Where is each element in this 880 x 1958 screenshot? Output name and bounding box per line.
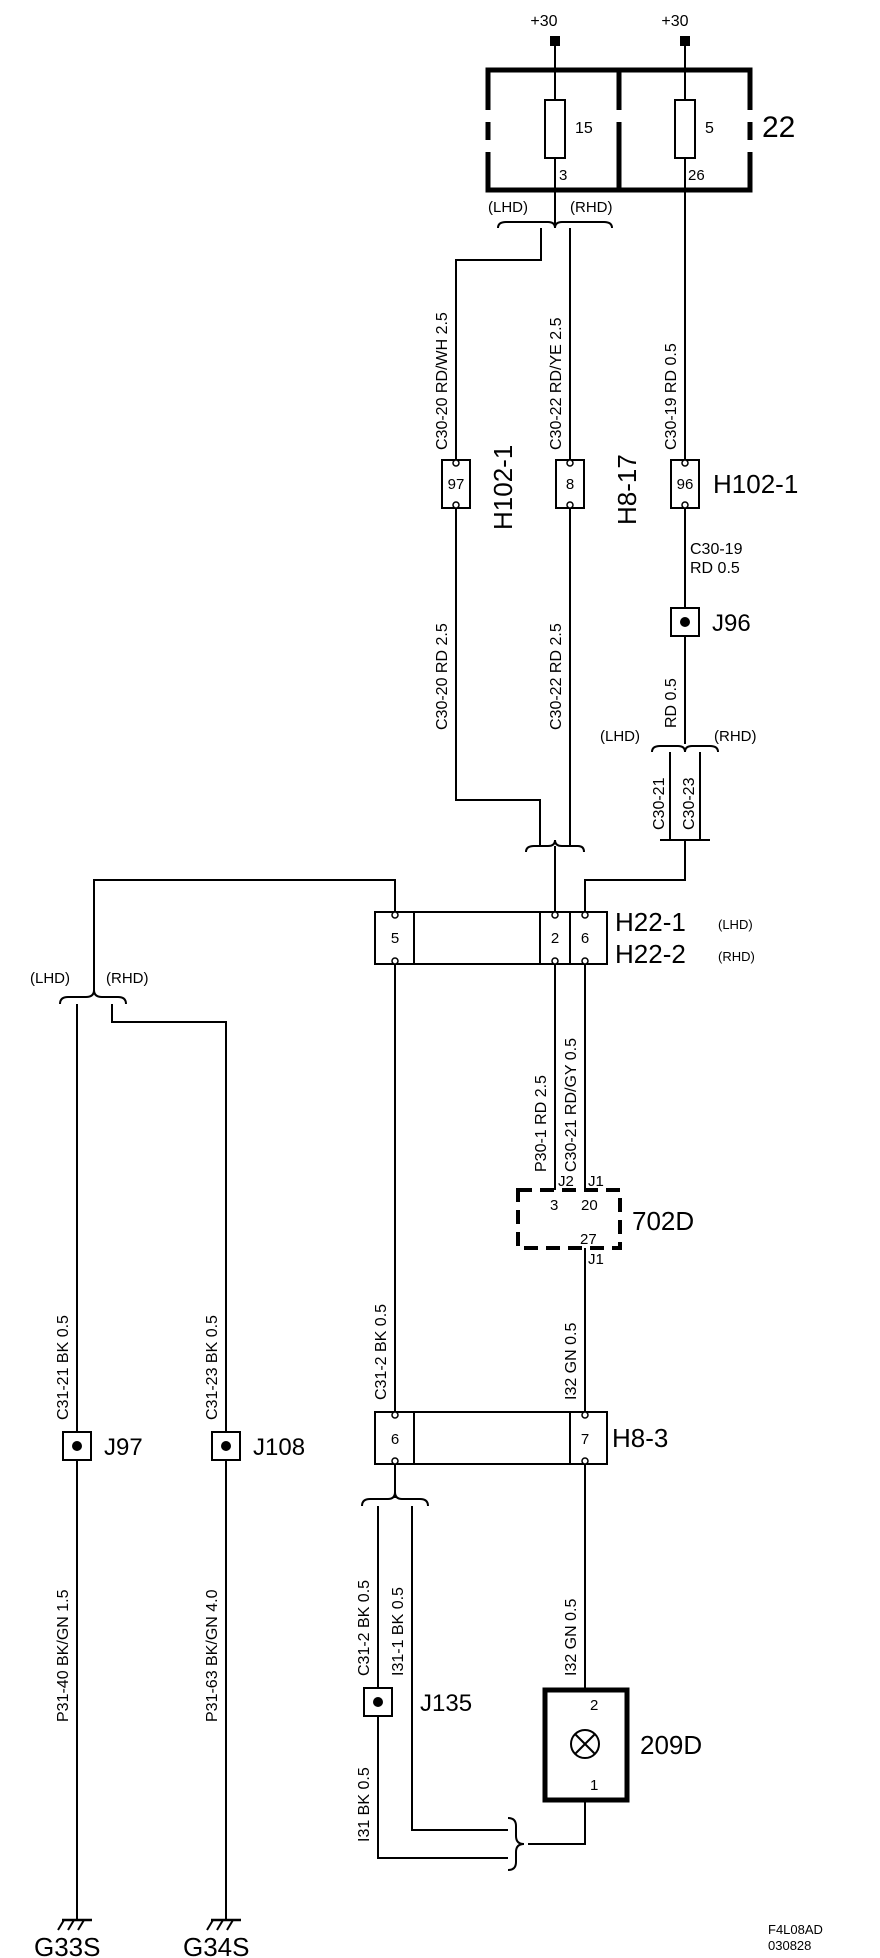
- h22-pin2: 2: [551, 930, 559, 947]
- h8-3-pin7: 7: [581, 1431, 589, 1448]
- wire-i31-1: [411, 1506, 508, 1831]
- split-h8-3-brace: [361, 1491, 429, 1507]
- module-j1-bot: J1: [588, 1251, 604, 1268]
- junction-j97-label: J97: [104, 1434, 143, 1461]
- brace-h22: [525, 839, 585, 853]
- fuse-box-label: 22: [762, 111, 795, 144]
- wire-label-c30-22-top: C30-22 RD/YE 2.5: [548, 317, 565, 450]
- merge-brace: [507, 1817, 525, 1871]
- wire-label-c30-22-bot: C30-22 RD 2.5: [548, 623, 565, 730]
- wire-label-c30-21: C30-21: [651, 777, 668, 830]
- wire-to-h22-pin6: [584, 840, 686, 912]
- h22-tag-1: (LHD): [718, 917, 753, 932]
- wire-label-c31-2-b: C31-2 BK 0.5: [356, 1580, 373, 1676]
- fuse-15-pin: 3: [559, 167, 567, 184]
- split-right-lhd: (LHD): [600, 728, 640, 745]
- module-702d: [516, 1188, 622, 1250]
- junction-j135-label: J135: [420, 1690, 472, 1717]
- fuse-15: [544, 99, 566, 159]
- wire-label-c30-19-mid-2: RD 0.5: [690, 560, 740, 577]
- wire-label-c30-21-b: C30-21 RD/GY 0.5: [563, 1038, 580, 1172]
- h22-tag-2: (RHD): [718, 949, 755, 964]
- h22-label-1: H22-1: [615, 907, 686, 937]
- wire-label-i32-bot: I32 GN 0.5: [563, 1599, 580, 1676]
- footer-date: 030828: [768, 1938, 811, 1953]
- module-pin20: 20: [581, 1197, 598, 1214]
- junction-j108-label: J108: [253, 1434, 305, 1461]
- connector-label-h102-1-b: H102-1: [713, 469, 798, 499]
- connector-h22: [374, 911, 608, 965]
- fuse-5: [674, 99, 696, 159]
- lamp-label: 209D: [640, 1730, 702, 1760]
- connector-label-h102-1-a: H102-1: [488, 445, 518, 530]
- wire-label-c31-21: C31-21 BK 0.5: [55, 1315, 72, 1420]
- connector-h8-8-pin: 8: [566, 476, 574, 493]
- h22-pin6: 6: [581, 930, 589, 947]
- wire-label-c31-23: C31-23 BK 0.5: [204, 1315, 221, 1420]
- module-label: 702D: [632, 1206, 694, 1236]
- wire-c31-23: [111, 1004, 227, 1432]
- wire-label-p31-63: P31-63 BK/GN 4.0: [204, 1589, 221, 1722]
- wire-label-rd-05: RD 0.5: [663, 678, 680, 728]
- split-left-rhd: (RHD): [106, 970, 149, 987]
- h22-label-2: H22-2: [615, 939, 686, 969]
- wire-label-i31-1: I31-1 BK 0.5: [390, 1587, 407, 1676]
- lamp-pin-bot: 1: [590, 1777, 598, 1794]
- module-j2: J2: [558, 1173, 574, 1190]
- fuse-box-22: [484, 46, 754, 193]
- h8-3-label: H8-3: [612, 1423, 668, 1453]
- connector-h102-97-pin: 97: [448, 476, 465, 493]
- split-right-brace: [651, 745, 719, 753]
- wire-label-c30-19-mid-1: C30-19: [690, 541, 743, 558]
- fuse-5-pin: 26: [688, 167, 705, 184]
- wire-label-c30-23: C30-23: [681, 777, 698, 830]
- module-pin3: 3: [550, 1197, 558, 1214]
- connector-h8-3: [374, 1411, 608, 1465]
- wire-label-c31-2: C31-2 BK 0.5: [373, 1304, 390, 1400]
- supply-terminal-left: [550, 36, 560, 46]
- ground-label-right: G34S: [183, 1932, 250, 1958]
- supply-label-right: +30: [661, 13, 688, 30]
- split-top-lhd: (LHD): [488, 199, 528, 216]
- h22-pin5: 5: [391, 930, 399, 947]
- split-top-brace: [497, 221, 613, 229]
- wire-label-i31: I31 BK 0.5: [356, 1767, 373, 1842]
- wire-lamp-return: [528, 1800, 586, 1845]
- wire-c30-20-bot: [455, 508, 541, 846]
- wire-i31: [377, 1716, 508, 1859]
- ground-label-left: G33S: [34, 1932, 101, 1958]
- footer-code: F4L08AD: [768, 1922, 823, 1937]
- wire-left-feed: [93, 879, 396, 990]
- wire-label-p31-40: P31-40 BK/GN 1.5: [55, 1589, 72, 1722]
- h8-3-pin6: 6: [391, 1431, 399, 1448]
- ground-icon-right: [206, 1912, 241, 1931]
- wire-label-p30-1: P30-1 RD 2.5: [533, 1075, 550, 1172]
- wire-label-i32-top: I32 GN 0.5: [563, 1323, 580, 1400]
- module-pin27: 27: [580, 1231, 597, 1248]
- lamp-pin-top: 2: [590, 1697, 598, 1714]
- module-j1-top: J1: [588, 1173, 604, 1190]
- junction-j96-label: J96: [712, 610, 751, 637]
- split-right-rhd: (RHD): [714, 728, 757, 745]
- supply-label-left: +30: [530, 13, 557, 30]
- ground-icon-left: [57, 1912, 92, 1931]
- wire-label-c30-20-bot: C30-20 RD 2.5: [434, 623, 451, 730]
- supply-terminal-right: [680, 36, 690, 46]
- connector-label-h8-17: H8-17: [612, 454, 642, 525]
- connector-h102-96-pin: 96: [677, 476, 694, 493]
- wire-label-c30-20-top: C30-20 RD/WH 2.5: [434, 312, 451, 450]
- fuse-15-label: 15: [575, 120, 593, 137]
- wire-c30-20-top: [455, 228, 542, 460]
- fuse-5-label: 5: [705, 120, 714, 137]
- split-left-lhd: (LHD): [30, 970, 70, 987]
- split-top-rhd: (RHD): [570, 199, 613, 216]
- wire-label-c30-19-top: C30-19 RD 0.5: [663, 343, 680, 450]
- split-left-brace: [59, 989, 127, 1005]
